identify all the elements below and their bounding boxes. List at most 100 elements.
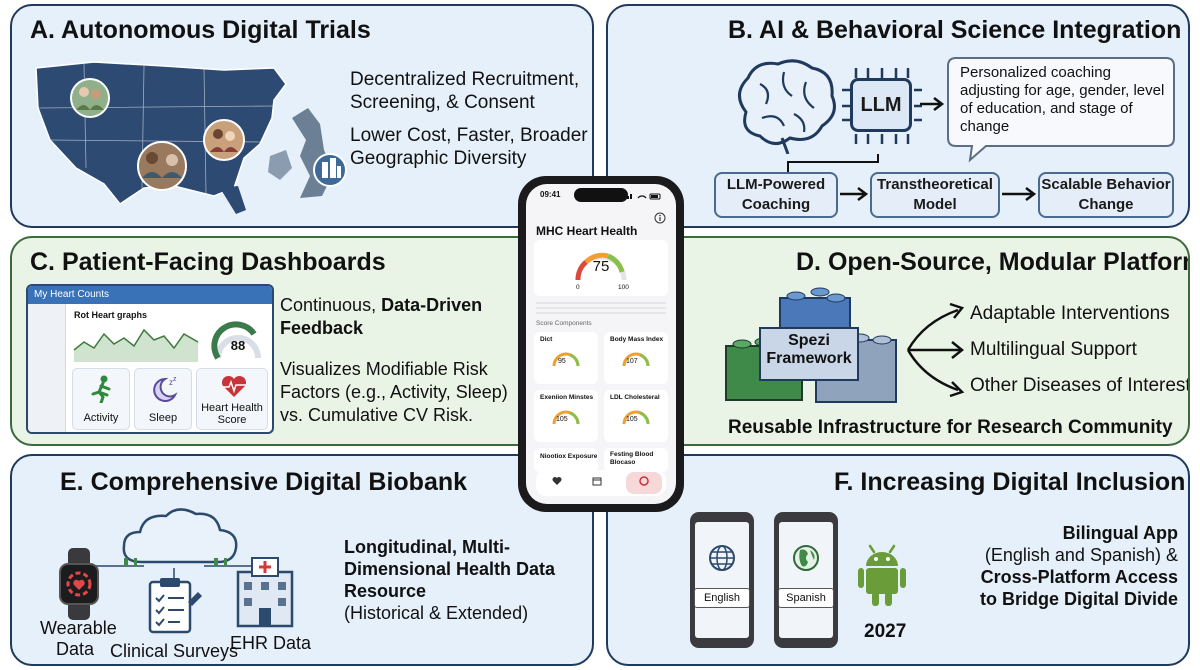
gauge-min: 0 — [576, 284, 580, 291]
sleep-tile[interactable]: z z Sleep — [134, 368, 192, 430]
panel-b-title: B. AI & Behavioral Science Integration — [728, 16, 1182, 44]
component-card-ldl[interactable]: LDL Cholesteral 105 — [604, 390, 668, 442]
component-gauge — [552, 410, 580, 425]
feedback-text: Continuous, Data-Driven Feedback — [280, 294, 520, 340]
panel-ai-behavioral-science: B. AI & Behavioral Science Integration L… — [606, 4, 1190, 228]
personalized-coaching-text: Personalized coaching adjusting for age,… — [960, 64, 1165, 135]
english-button[interactable]: English — [694, 588, 750, 608]
heart-health-score-tile[interactable]: Heart Health Score — [196, 368, 268, 430]
clinical-surveys-label: Clinical Surveys — [110, 641, 239, 661]
component-gauge — [622, 410, 650, 425]
dashboard-score: 88 — [230, 338, 246, 353]
participant-avatar-icon — [137, 141, 187, 191]
panel-d-title: D. Open-Source, Modular Platform — [796, 248, 1190, 276]
component-card-diet[interactable]: Dict 95 — [534, 332, 598, 384]
calendar-tab-icon[interactable] — [592, 476, 602, 486]
sleep-label: Sleep — [148, 412, 178, 424]
component-card-nicotine[interactable]: Niootiox Exposure — [534, 448, 598, 472]
multilingual-support-text: Multilingual Support — [970, 339, 1137, 360]
component-title: Festing Blood Blocaso — [610, 451, 654, 466]
panel-digital-biobank: E. Comprehensive Digital Biobank Wearabl… — [10, 454, 594, 666]
component-title: Body Mass Index — [610, 336, 664, 343]
lego-blocks-icon — [725, 287, 897, 403]
participant-avatar-icon — [70, 78, 110, 118]
phone-app-title: MHC Heart Health — [536, 224, 638, 238]
panel-digital-inclusion: F. Increasing Digital Inclusion English … — [606, 454, 1190, 666]
english-spanish-text: (English and Spanish) & — [984, 545, 1178, 565]
component-card-exercise[interactable]: Exeniion Minstes 105 — [534, 390, 598, 442]
adaptable-interventions-text: Adaptable Interventions — [970, 303, 1170, 324]
panel-c-title: C. Patient-Facing Dashboards — [30, 248, 386, 276]
component-value: 107 — [626, 358, 638, 365]
branch-arrows-icon — [906, 302, 965, 398]
us-uk-map-illustration — [35, 61, 347, 214]
component-gauge — [552, 352, 580, 367]
heart-pulse-icon — [221, 375, 247, 397]
arrow-right-icon — [840, 187, 869, 201]
scalable-behavior-change-box: Scalable Behavior Change — [1038, 172, 1174, 218]
panel-patient-facing-dashboards: C. Patient-Facing Dashboards My Heart Co… — [10, 236, 594, 446]
component-card-glucose[interactable]: Festing Blood Blocaso — [604, 448, 668, 472]
longitudinal-data-text: Longitudinal, Multi-Dimensional Health D… — [344, 537, 556, 601]
main-score-value: 75 — [592, 258, 610, 275]
llm-powered-coaching-box: LLM-Powered Coaching — [714, 172, 838, 218]
spezi-framework-label: Spezi Framework — [766, 332, 852, 367]
panel-open-source-platform: D. Open-Source, Modular Platform Spezi F… — [606, 236, 1190, 446]
svg-text:z: z — [173, 376, 177, 383]
heart-health-score-label: Heart Health Score — [201, 402, 263, 426]
clipboard-icon — [148, 578, 202, 634]
moon-sleep-icon: z z — [153, 376, 178, 402]
component-value: 105 — [556, 416, 568, 423]
component-title: LDL Cholesteral — [610, 394, 660, 401]
info-icon[interactable] — [654, 212, 666, 224]
brain-icon — [738, 59, 836, 154]
hospital-icon — [236, 557, 294, 628]
mhc-phone-mockup: 09:41 MHC Heart Health 75 0 100 Score Co… — [518, 176, 684, 512]
component-gauge — [622, 352, 650, 367]
dynamic-island — [574, 188, 628, 202]
arrow-right-icon — [920, 97, 945, 111]
heart-rate-graph — [73, 328, 199, 362]
component-card-bmi[interactable]: Body Mass Index 107 — [604, 332, 668, 384]
dashboard-mockup: My Heart Counts Rot Heart graphs 88 Acti… — [26, 284, 274, 434]
spanish-button[interactable]: Spanish — [778, 588, 834, 608]
year-2027-text: 2027 — [864, 621, 907, 642]
running-person-icon — [91, 375, 111, 403]
component-title: Niootiox Exposure — [540, 453, 598, 460]
historical-extended-text: (Historical & Extended) — [344, 603, 529, 623]
wearable-data-label: Wearable Data — [40, 618, 117, 659]
ehr-data-label: EHR Data — [230, 633, 312, 653]
other-diseases-text: Other Diseases of Interest — [970, 375, 1190, 396]
gauge-max: 100 — [618, 284, 629, 291]
score-components-heading: Score Components — [536, 320, 592, 327]
dashboard-graph-title: Rot Heart graphs — [74, 310, 148, 320]
transtheoretical-model-box: Transtheoretical Model — [870, 172, 1000, 218]
activity-label: Activity — [83, 412, 119, 424]
activity-tile[interactable]: Activity — [72, 368, 130, 430]
heart-tab-icon[interactable] — [552, 476, 562, 486]
phone-status-time: 09:41 — [540, 190, 561, 199]
panel-f-title: F. Increasing Digital Inclusion — [834, 468, 1186, 496]
component-title: Exeniion Minstes — [540, 394, 594, 401]
phone-spanish: Spanish — [774, 512, 838, 648]
panel-a-title: A. Autonomous Digital Trials — [30, 16, 371, 44]
panel-autonomous-digital-trials: A. Autonomous Digital Trials — [10, 4, 594, 228]
phone-tab-bar — [536, 470, 666, 496]
score-gauge — [211, 321, 261, 360]
visualizes-risk-text: Visualizes Modifiable Risk Factors (e.g.… — [280, 359, 508, 425]
active-tab-highlight[interactable] — [626, 472, 662, 494]
feedback-text-normal: Continuous, — [280, 295, 382, 315]
smartwatch-icon — [59, 548, 99, 620]
feedback-text-bold: Data-Driven Feedback — [280, 295, 483, 338]
llm-chip: LLM — [850, 78, 912, 132]
reusable-infrastructure-text: Reusable Infrastructure for Research Com… — [728, 417, 1173, 438]
status-icons — [624, 193, 661, 200]
phone-english: English — [690, 512, 754, 648]
description-text-placeholder — [536, 302, 666, 314]
dashboard-sidebar — [28, 304, 66, 432]
recruitment-text: Decentralized Recruitment, Screening, & … — [350, 69, 580, 113]
main-score-gauge — [575, 252, 627, 281]
speech-bubble — [947, 57, 1175, 163]
main-score-card: 75 0 100 — [534, 240, 668, 296]
chip-pins-icon — [842, 68, 922, 144]
